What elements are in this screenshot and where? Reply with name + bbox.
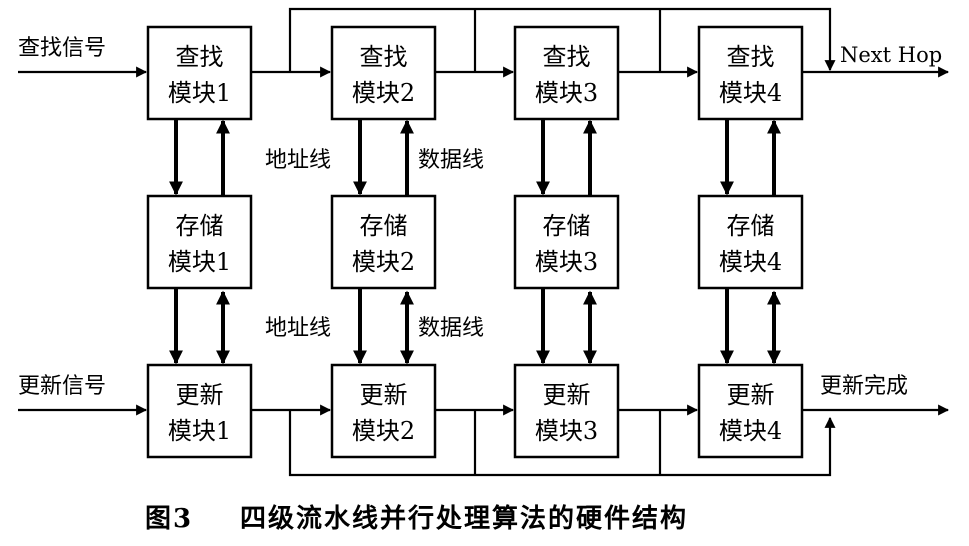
data-line-label-bottom: 数据线: [418, 316, 484, 341]
storage-module-2-line2: 模块2: [352, 248, 415, 276]
storage-module-4-line2: 模块4: [719, 248, 782, 276]
update-module-4-line1: 更新: [727, 381, 775, 409]
lookup-module-3-line1: 查找: [543, 43, 591, 71]
bypass-top-outer: [288, 7, 836, 72]
storage-module-3-line1: 存储: [543, 212, 591, 240]
lookup-module-1-line1: 查找: [176, 43, 224, 71]
module-boxes: 查找模块1查找模块2查找模块3查找模块4存储模块1存储模块2存储模块3存储模块4…: [146, 25, 804, 459]
update-module-3-line1: 更新: [543, 381, 591, 409]
figure-title: 四级流水线并行处理算法的硬件结构: [240, 503, 688, 534]
update-module-3-line2: 模块3: [535, 417, 598, 445]
storage-module-1-line2: 模块1: [168, 248, 231, 276]
update-module-2-line2: 模块2: [352, 417, 415, 445]
lookup-signal-label: 查找信号: [18, 36, 106, 61]
storage-module-3-line2: 模块3: [535, 248, 598, 276]
lookup-module-4-line1: 查找: [727, 43, 775, 71]
update-done-label: 更新完成: [820, 374, 908, 399]
lookup-module-2-line2: 模块2: [352, 79, 415, 107]
update-module-1-line2: 模块1: [168, 417, 231, 445]
lookup-module-4-line2: 模块4: [719, 79, 782, 107]
update-module-1-line1: 更新: [176, 381, 224, 409]
lookup-module-1-line2: 模块1: [168, 79, 231, 107]
update-signal-label: 更新信号: [18, 374, 106, 399]
storage-module-4-line1: 存储: [727, 212, 775, 240]
address-line-label-bottom: 地址线: [265, 316, 331, 341]
lookup-module-3-line2: 模块3: [535, 79, 598, 107]
lookup-bypass-lines: [288, 7, 836, 72]
storage-module-2-line1: 存储: [360, 212, 408, 240]
signal-labels: 查找信号 Next Hop 更新信号 更新完成 地址线 数据线 地址线 数据线: [18, 36, 942, 399]
figure-caption: 图3 四级流水线并行处理算法的硬件结构: [145, 503, 688, 534]
address-line-label-top: 地址线: [265, 148, 331, 173]
lookup-module-2-line1: 查找: [360, 43, 408, 71]
update-bypass-lines: [288, 410, 836, 477]
data-line-label-top: 数据线: [418, 148, 484, 173]
storage-module-1-line1: 存储: [176, 212, 224, 240]
bypass-bottom-outer: [288, 410, 836, 477]
next-hop-label: Next Hop: [840, 43, 942, 67]
update-module-2-line1: 更新: [360, 381, 408, 409]
figure-number: 图3: [145, 504, 193, 534]
vertical-links: [169, 119, 781, 365]
update-module-4-line2: 模块4: [719, 417, 782, 445]
